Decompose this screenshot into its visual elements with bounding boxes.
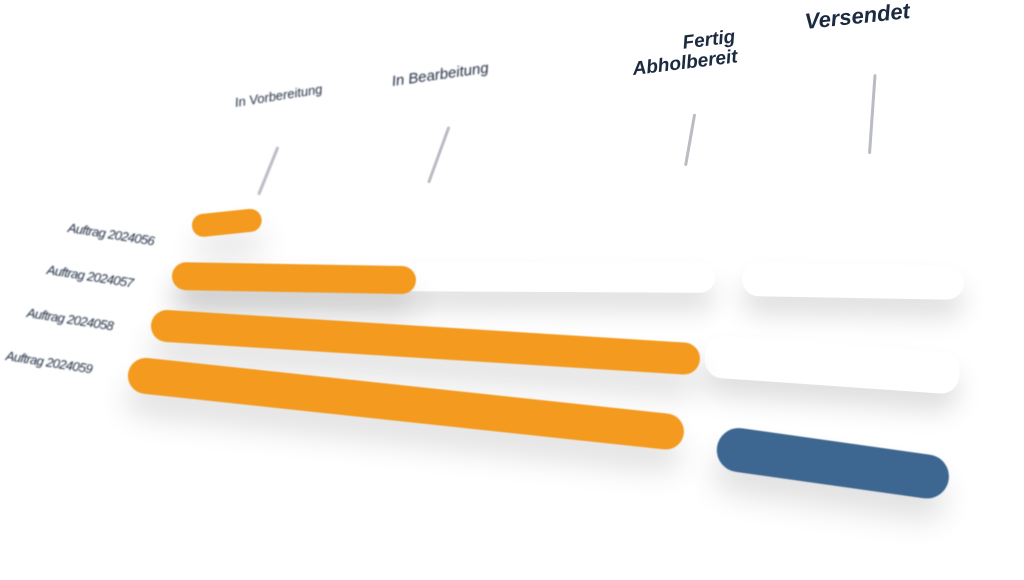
track-row-2024057-shipped [741,262,965,300]
progress-bar-2024056 [190,207,263,238]
stage-tick-sent [868,74,877,155]
order-label-2024056: Auftrag 2024056 [66,220,156,249]
order-label-2024057: Auftrag 2024057 [45,262,135,291]
order-label-2024058: Auftrag 2024058 [25,305,115,334]
stage-label-work: In Bearbeitung [390,59,490,90]
stage-tick-prep [257,146,280,196]
stage-tick-ready [684,113,697,167]
stage-label-sent: Versendet [803,0,912,34]
track-row-2024058-shipped [703,335,961,395]
order-label-2024059: Auftrag 2024059 [4,348,94,377]
progress-bar-2024057 [171,262,417,295]
progress-bar-2024058 [149,309,701,376]
stage-label-ready: Fertig Abholbereit [631,26,739,80]
shipped-bar-2024059 [713,425,952,502]
stage-tick-work [427,126,451,184]
stage-label-prep: In Vorbereitung [233,81,324,110]
progress-bar-2024059 [126,356,686,452]
